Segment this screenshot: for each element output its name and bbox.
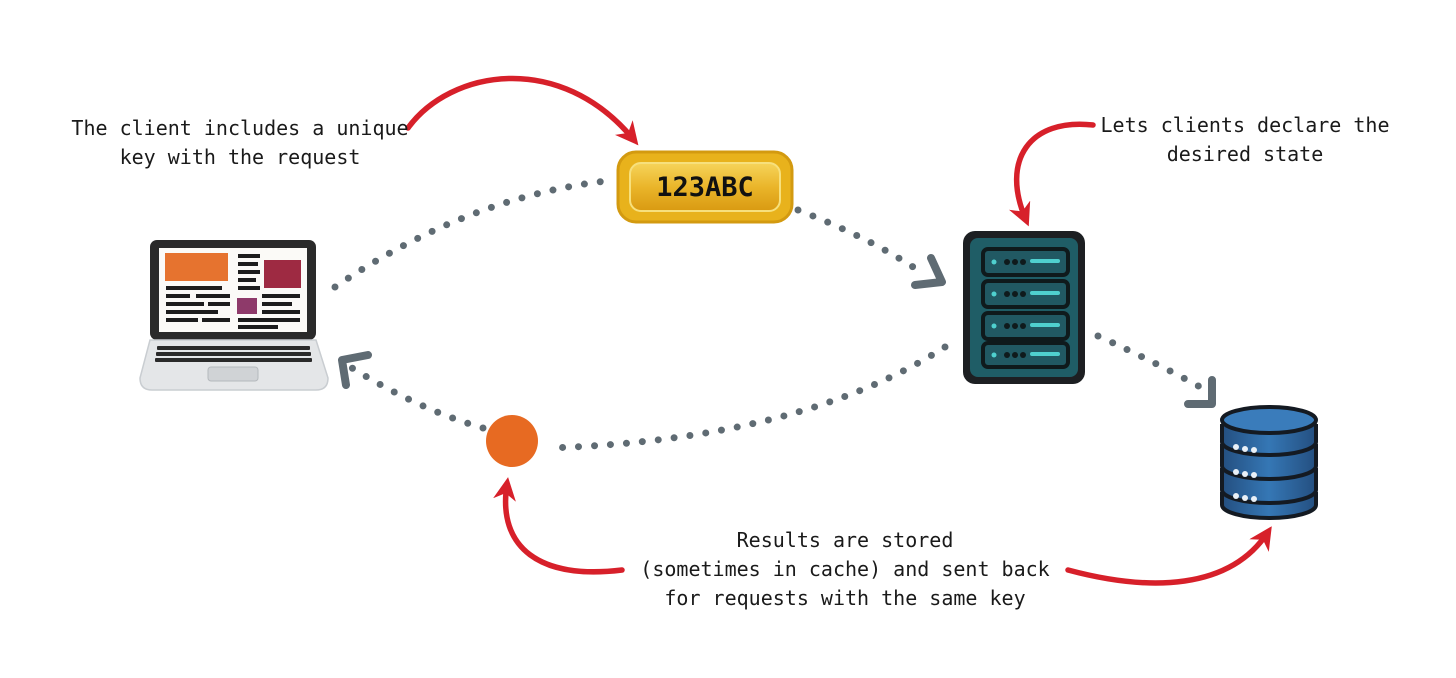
response-path-from-server <box>544 343 949 452</box>
red-arrow-to-database <box>1065 526 1272 586</box>
path-arrowheads <box>338 254 1216 408</box>
key-token-label: 123ABC <box>656 172 754 203</box>
dotted-paths <box>331 176 1206 452</box>
annotation-client-key: The client includes a unique key with th… <box>40 114 440 172</box>
annotation-results-stored: Results are stored (sometimes in cache) … <box>560 526 1130 613</box>
red-arrow-to-result-dot <box>493 477 625 575</box>
annotation-declare-state-line-1: Lets clients declare the <box>1100 113 1390 137</box>
annotation-arrows <box>405 75 1272 586</box>
arrowhead-to-client <box>338 351 372 389</box>
annotation-results-stored-line-3: for requests with the same key <box>664 586 1026 610</box>
annotation-client-key-line-2: key with the request <box>119 145 361 169</box>
arrowhead-to-server <box>911 254 946 289</box>
annotation-results-stored-line-1: Results are stored <box>736 528 954 552</box>
result-dot-icon <box>486 415 538 467</box>
database-icon <box>1220 405 1318 520</box>
request-path-to-key <box>331 176 619 291</box>
response-path-to-client <box>348 364 487 432</box>
arrowhead-to-database <box>1184 376 1216 408</box>
red-arrow-client-key <box>405 75 639 146</box>
annotation-client-key-line-1: The client includes a unique <box>71 116 409 140</box>
annotation-declare-state: Lets clients declare the desired state <box>1080 111 1410 169</box>
annotation-results-stored-line-2: (sometimes in cache) and sent back <box>640 557 1050 581</box>
request-path-to-server <box>794 206 929 279</box>
red-arrow-declare-state <box>1008 121 1096 227</box>
server-to-database-path <box>1094 332 1206 392</box>
annotation-declare-state-line-2: desired state <box>1166 142 1324 166</box>
server-rack-icon <box>963 231 1085 384</box>
laptop-icon <box>139 240 329 391</box>
key-token: 123ABC <box>616 150 794 224</box>
